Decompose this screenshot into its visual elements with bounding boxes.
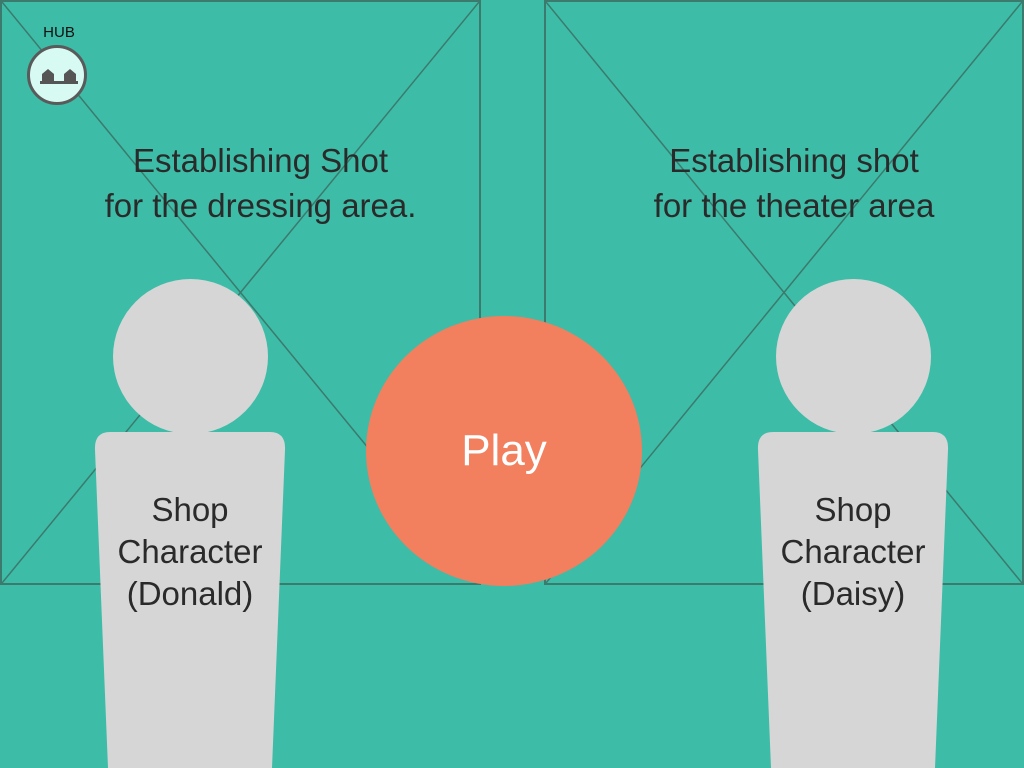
shop-character-daisy[interactable]: Shop Character (Daisy) bbox=[757, 279, 949, 768]
character-label-line: (Donald) bbox=[126, 575, 254, 612]
shop-character-donald[interactable]: Shop Character (Donald) bbox=[94, 279, 286, 768]
character-label: Shop Character (Daisy) bbox=[757, 489, 949, 615]
character-label: Shop Character (Donald) bbox=[94, 489, 286, 615]
hub-nav[interactable]: HUB bbox=[26, 24, 92, 108]
character-head bbox=[776, 279, 931, 434]
character-body bbox=[757, 432, 949, 768]
character-body bbox=[94, 432, 286, 768]
character-label-line: Shop bbox=[151, 491, 229, 528]
character-label-line: Character bbox=[780, 533, 926, 570]
dressing-area-caption: Establishing Shot for the dressing area. bbox=[42, 138, 479, 228]
caption-line: Establishing shot bbox=[669, 142, 919, 179]
hub-label: HUB bbox=[43, 24, 75, 41]
hub-button[interactable] bbox=[27, 45, 87, 105]
play-button[interactable]: Play bbox=[366, 316, 642, 586]
caption-line: for the dressing area. bbox=[104, 187, 417, 224]
character-head bbox=[113, 279, 268, 434]
theater-area-caption: Establishing shot for the theater area bbox=[566, 138, 1022, 228]
character-label-line: (Daisy) bbox=[800, 575, 906, 612]
houses-icon bbox=[40, 69, 78, 84]
character-label-line: Shop bbox=[814, 491, 892, 528]
play-label: Play bbox=[461, 426, 547, 475]
character-label-line: Character bbox=[117, 533, 263, 570]
caption-line: for the theater area bbox=[653, 187, 935, 224]
caption-line: Establishing Shot bbox=[133, 142, 388, 179]
